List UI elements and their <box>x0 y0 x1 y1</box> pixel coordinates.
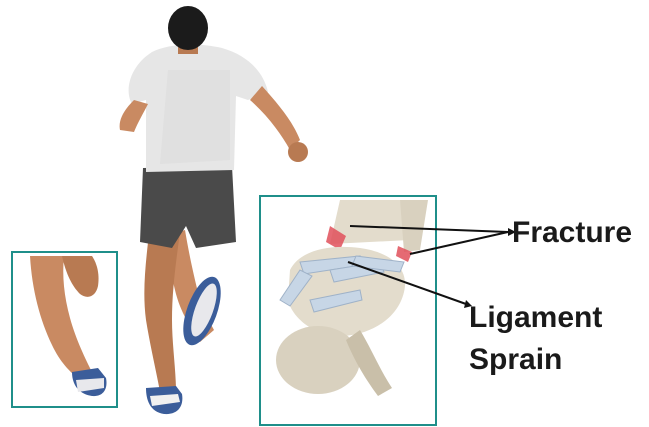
shorts <box>140 166 236 248</box>
fist <box>288 142 308 162</box>
label-sprain: Sprain <box>469 345 562 375</box>
label-ligament: Ligament <box>469 303 602 333</box>
ankle-inset <box>260 196 436 425</box>
foot-inset <box>12 252 117 407</box>
head <box>168 6 208 50</box>
label-fracture: Fracture <box>512 218 632 248</box>
